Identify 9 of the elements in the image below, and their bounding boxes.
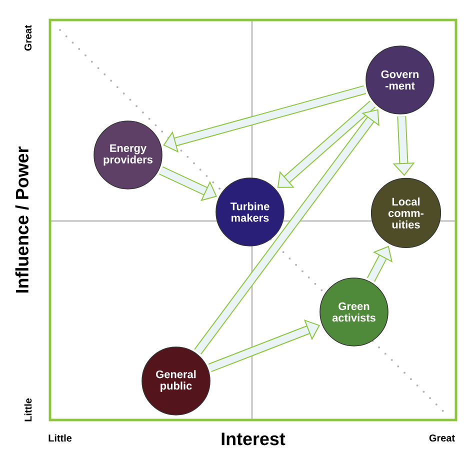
- arrow: [194, 109, 380, 354]
- axis-title: Influence / Power: [15, 146, 29, 293]
- arrow: [163, 85, 366, 153]
- axis-tick-label: Little: [24, 398, 32, 422]
- arrow: [277, 100, 376, 188]
- axis-title: Interest: [222, 432, 286, 446]
- axis-tick-label: Great: [24, 25, 32, 51]
- axis-tick-label: Little: [48, 434, 72, 442]
- axis-tick-label: Great: [429, 434, 455, 442]
